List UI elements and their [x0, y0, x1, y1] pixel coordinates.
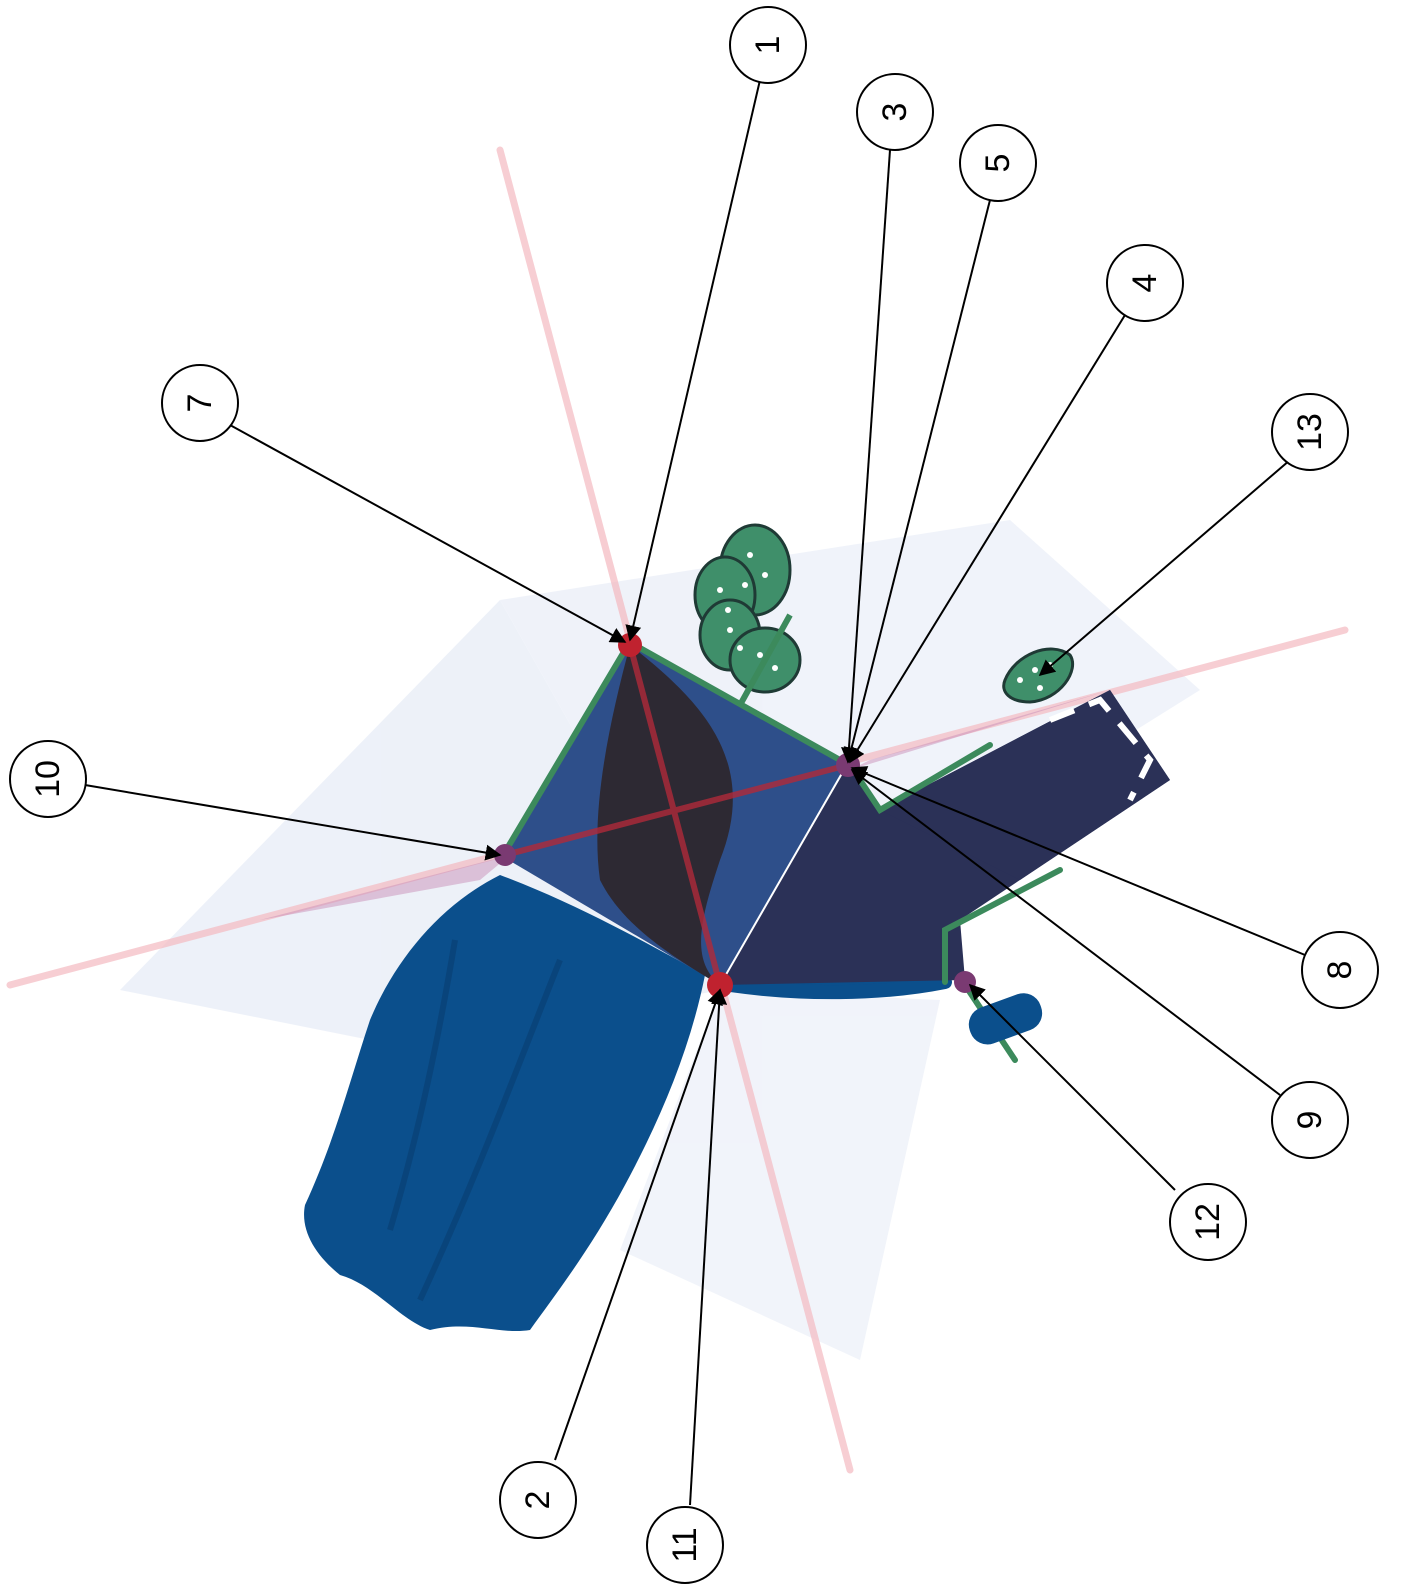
callout-3: 3 [856, 73, 934, 151]
leader-9 [850, 769, 1281, 1096]
bodice-axes [504, 644, 849, 986]
leader-12 [968, 983, 1176, 1191]
leader-10 [84, 784, 502, 861]
trim-sleeve-upper [857, 742, 993, 815]
leader-2 [554, 988, 723, 1461]
callout-2-label: 2 [519, 1491, 557, 1510]
callout-7: 7 [161, 364, 239, 442]
hanger-tab [968, 993, 1043, 1045]
leader-7 [229, 424, 627, 643]
joint-lower-right [954, 971, 976, 993]
sleeve-cuff [880, 690, 1170, 880]
callout-9: 9 [1271, 1081, 1349, 1159]
leader-1 [625, 79, 761, 642]
guide-plane-bottom [620, 990, 940, 1360]
guide-fin-left [260, 855, 510, 920]
skirt-fold-1 [387, 939, 458, 1231]
callout-8-label: 8 [1321, 961, 1359, 980]
callout-4: 4 [1106, 244, 1184, 322]
trim-sleeve-lower [942, 867, 1063, 985]
callout-1: 1 [729, 6, 807, 84]
bodice-axis-b [504, 762, 849, 858]
callout-11-label: 11 [666, 1527, 704, 1562]
leaf-cluster [693, 523, 802, 707]
callout-7-label: 7 [181, 394, 219, 413]
callout-5-label: 5 [979, 154, 1017, 173]
callout-13-label: 13 [1291, 413, 1329, 451]
leader-8 [850, 766, 1306, 956]
leader-lines [84, 79, 1306, 1506]
callout-10: 10 [9, 740, 87, 818]
leaf-stem [737, 613, 793, 707]
callout-8: 8 [1301, 931, 1379, 1009]
trim-top-left [502, 647, 628, 855]
callout-2: 2 [499, 1461, 577, 1539]
callout-12-label: 12 [1189, 1203, 1227, 1241]
skirt-fold-2 [417, 958, 563, 1302]
seam-line [719, 767, 846, 986]
sleeve-dashes [1048, 696, 1154, 802]
leader-3 [841, 149, 891, 764]
guide-fin-right [850, 690, 1110, 770]
leader-13 [1038, 459, 1291, 677]
bodice-axis-a [627, 644, 723, 986]
callout-3-label: 3 [876, 103, 914, 122]
leader-5 [843, 199, 991, 764]
callout-4-label: 4 [1126, 274, 1164, 293]
leader-4 [849, 314, 1126, 764]
callout-12: 12 [1169, 1183, 1247, 1261]
callout-bubbles: 1 2 3 4 5 7 8 9 [9, 6, 1379, 1584]
callout-10-label: 10 [29, 760, 67, 798]
guide-fins [260, 690, 1110, 920]
callout-13: 13 [1271, 393, 1349, 471]
callout-5: 5 [959, 124, 1037, 202]
callout-11: 11 [646, 1506, 724, 1584]
leader-11 [689, 988, 728, 1506]
callout-9-label: 9 [1291, 1111, 1329, 1130]
callout-1-label: 1 [749, 36, 787, 55]
